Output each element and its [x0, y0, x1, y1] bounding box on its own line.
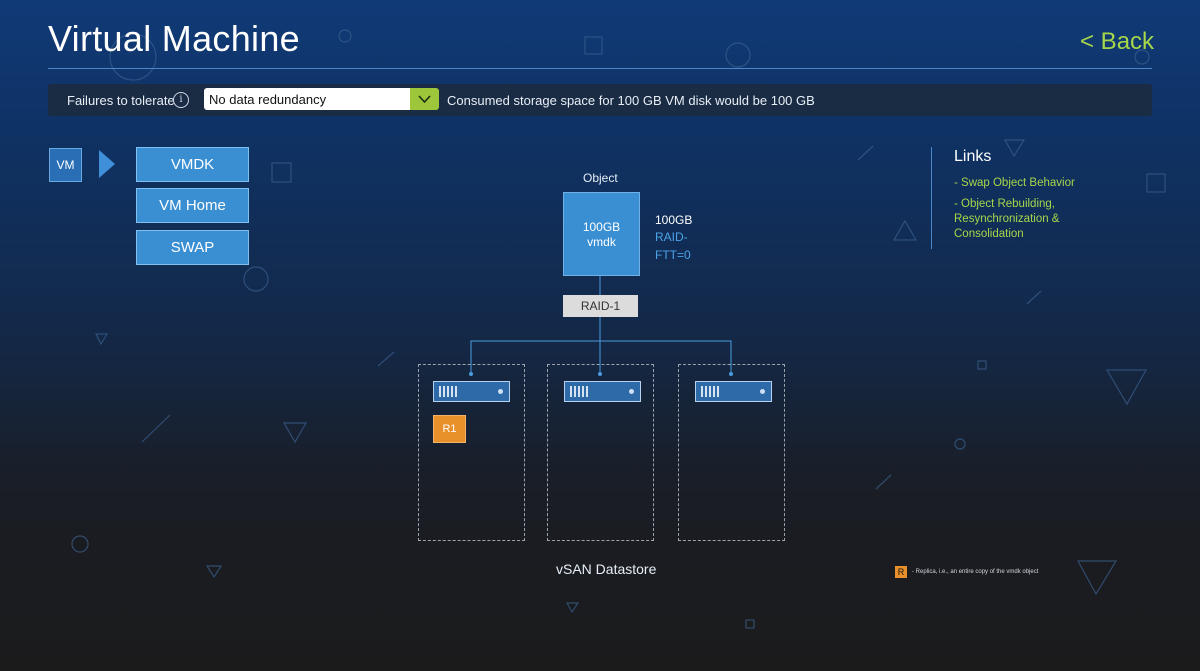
ftt-select-toggle[interactable] — [410, 88, 439, 110]
replica-r1: R1 — [433, 415, 466, 443]
back-link[interactable]: < Back — [1080, 28, 1155, 55]
ftt-label: Failures to tolerate — [67, 93, 175, 108]
info-icon[interactable]: i — [173, 92, 189, 108]
vmdk-button[interactable]: VMDK — [136, 147, 249, 182]
chevron-down-icon — [418, 95, 431, 104]
links-divider — [931, 147, 932, 249]
object-ftt: FTT=0 — [655, 248, 691, 262]
header-divider — [48, 68, 1152, 69]
play-arrow-icon — [99, 150, 115, 178]
host-1 — [418, 364, 525, 541]
vm-home-button[interactable]: VM Home — [136, 188, 249, 223]
object-box-name: vmdk — [587, 235, 616, 249]
object-label: Object — [583, 171, 618, 185]
link-object-rebuilding[interactable]: - Object Rebuilding, Resynchronization &… — [954, 198, 1060, 240]
host-2 — [547, 364, 654, 541]
vmdk-object-box — [563, 192, 640, 276]
ftt-select-value: No data redundancy — [209, 92, 327, 107]
links-title: Links — [954, 148, 992, 165]
link-swap-object-behavior[interactable]: - Swap Object Behavior — [954, 177, 1075, 189]
consumed-storage-text: Consumed storage space for 100 GB VM dis… — [447, 93, 815, 108]
ftt-select[interactable] — [204, 88, 438, 110]
object-size: 100GB — [655, 213, 693, 227]
disk-icon — [695, 381, 772, 402]
datastore-label: vSAN Datastore — [556, 561, 657, 577]
raid-node: RAID-1 — [563, 295, 638, 317]
legend-replica-icon: R — [895, 566, 907, 578]
object-raid: RAID- — [655, 230, 688, 244]
legend-text: - Replica, i.e., an entire copy of the v… — [912, 569, 1039, 575]
disk-icon — [433, 381, 510, 402]
page-title: Virtual Machine — [48, 18, 300, 59]
swap-button[interactable]: SWAP — [136, 230, 249, 265]
vm-icon: VM — [49, 148, 82, 182]
host-3 — [678, 364, 785, 541]
object-box-size: 100GB — [582, 220, 621, 234]
disk-icon — [564, 381, 641, 402]
